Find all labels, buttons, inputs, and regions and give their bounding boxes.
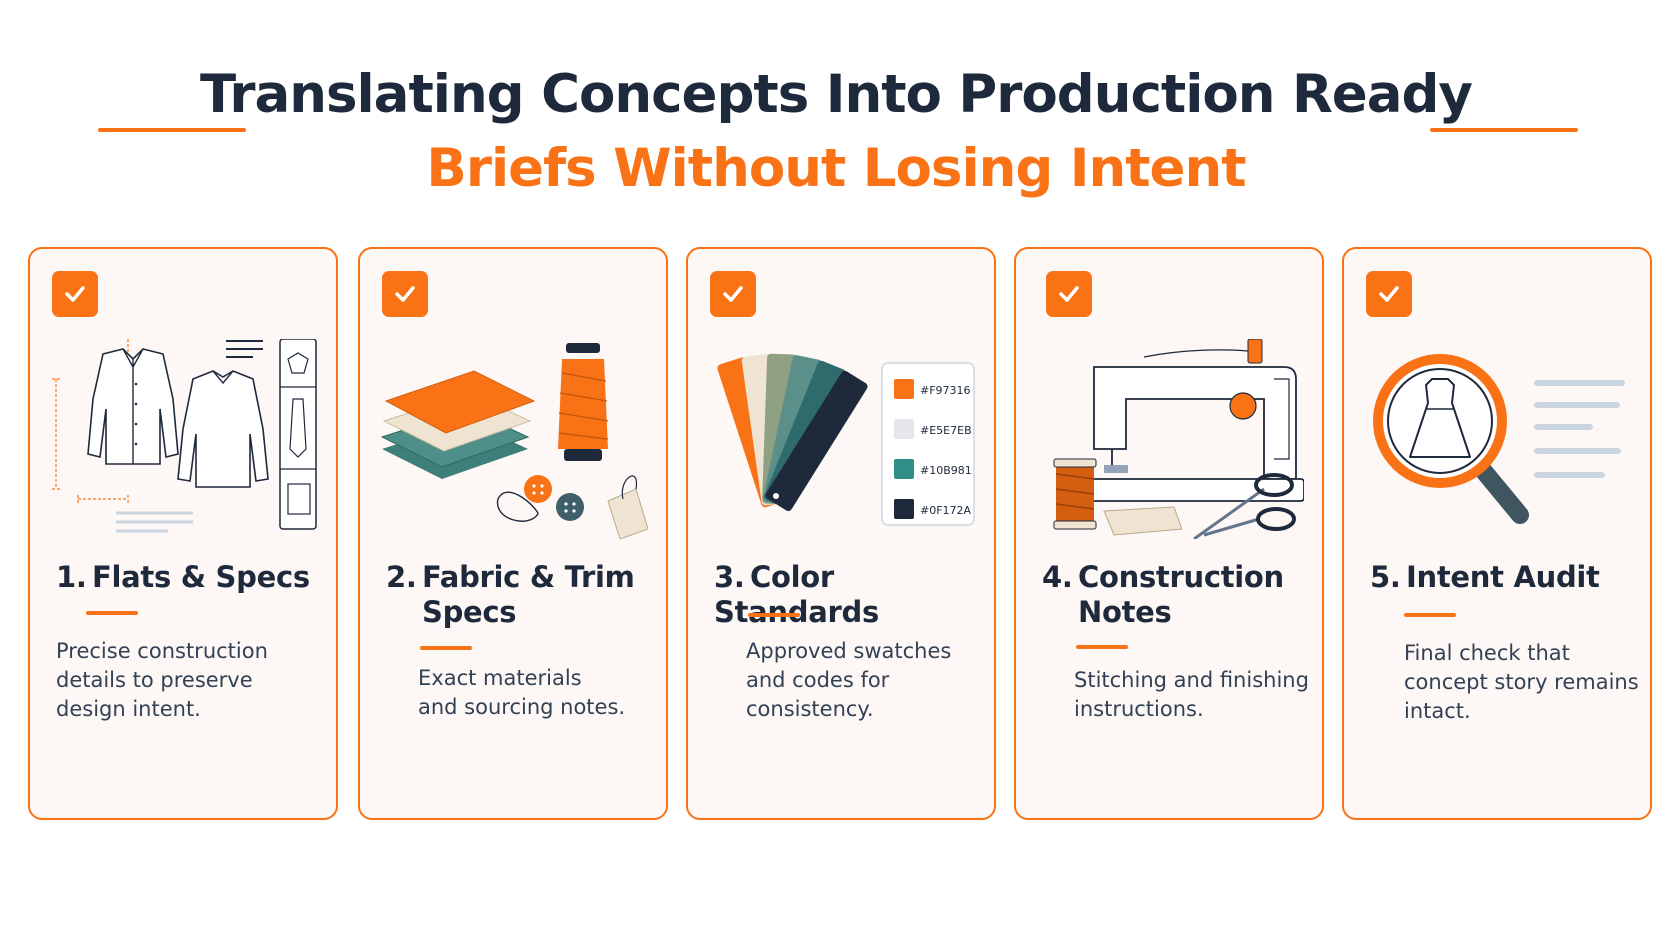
title-line-2: Briefs Without Losing Intent: [426, 138, 1246, 199]
card-construction-notes: 4.Construction Notes Stitching and finis…: [1014, 247, 1324, 820]
desc-line: instructions.: [1074, 697, 1204, 721]
card-title: 2.Fabric & Trim Specs: [386, 560, 635, 630]
title-rule-right: [1430, 128, 1578, 132]
title-line-1: Translating Concepts Into Production Rea…: [200, 64, 1473, 125]
card-title-text-2: Notes: [1078, 595, 1172, 629]
desc-line: details to preserve: [56, 668, 253, 692]
checkmark-icon: [710, 271, 756, 317]
card-title-text-2: Specs: [422, 595, 517, 629]
swatch-code-2: #E5E7EB: [920, 424, 972, 437]
desc-line: design intent.: [56, 697, 201, 721]
desc-line: and sourcing notes.: [418, 695, 626, 719]
card-description: Stitching and finishing instructions.: [1074, 666, 1309, 724]
card-description: Precise construction details to preserve…: [56, 637, 268, 724]
desc-line: Exact materials: [418, 666, 582, 690]
desc-line: Precise construction: [56, 639, 268, 663]
desc-line: intact.: [1404, 699, 1471, 723]
card-title-text: Construction: [1078, 560, 1284, 594]
card-number: 5.: [1370, 560, 1401, 594]
checkmark-icon: [1046, 271, 1092, 317]
fabric-swatches-icon: [378, 339, 649, 540]
checkmark-icon: [52, 271, 98, 317]
swatch-code-3: #10B981: [920, 464, 972, 477]
card-flats-specs: 1.Flats & Specs Precise construction det…: [28, 247, 338, 820]
shirt-flats-icon: [48, 338, 318, 539]
checkmark-icon: [382, 271, 428, 317]
card-number: 2.: [386, 560, 417, 594]
card-title-text: Flats & Specs: [92, 560, 310, 594]
desc-line: Stitching and finishing: [1074, 668, 1309, 692]
swatch-code-1: #F97316: [920, 384, 971, 397]
desc-line: Final check that: [1404, 641, 1570, 665]
card-color-standards: #F97316 #E5E7EB #10B981 #0F172A 3.Color …: [686, 247, 996, 820]
card-number: 4.: [1042, 560, 1073, 594]
card-intent-audit: 5.Intent Audit Final check that concept …: [1342, 247, 1652, 820]
card-title-text: Fabric & Trim: [422, 560, 635, 594]
desc-line: Approved swatches: [746, 639, 952, 663]
card-title: 5.Intent Audit: [1370, 560, 1600, 595]
card-description: Exact materials and sourcing notes.: [418, 664, 625, 722]
color-fan-icon: #F97316 #E5E7EB #10B981 #0F172A: [706, 339, 976, 539]
checkmark-icon: [1366, 271, 1412, 317]
card-description: Approved swatches and codes for consiste…: [746, 637, 951, 724]
card-rule: [86, 611, 138, 615]
card-title: 1.Flats & Specs: [56, 560, 310, 595]
card-number: 1.: [56, 560, 87, 594]
card-title-text: Intent Audit: [1406, 560, 1600, 594]
desc-line: concept story remains: [1404, 670, 1639, 694]
title-rule-left: [98, 128, 246, 132]
desc-line: consistency.: [746, 697, 874, 721]
card-number: 3.: [714, 560, 745, 594]
card-title: 3.Color Standards: [714, 560, 994, 630]
card-rule: [1404, 613, 1456, 617]
card-rule: [1076, 645, 1128, 649]
card-description: Final check that concept story remains i…: [1404, 639, 1639, 726]
card-title: 4.Construction Notes: [1042, 560, 1284, 630]
card-rule: [748, 613, 800, 617]
card-rule: [420, 646, 472, 650]
swatch-code-4: #0F172A: [920, 504, 972, 517]
magnifier-dress-icon: [1362, 339, 1632, 539]
desc-line: and codes for: [746, 668, 890, 692]
page-title: Translating Concepts Into Production Rea…: [0, 58, 1672, 206]
card-title-text: Color Standards: [714, 560, 879, 629]
card-fabric-trim: 2.Fabric & Trim Specs Exact materials an…: [358, 247, 668, 820]
sewing-machine-icon: [1034, 338, 1305, 541]
